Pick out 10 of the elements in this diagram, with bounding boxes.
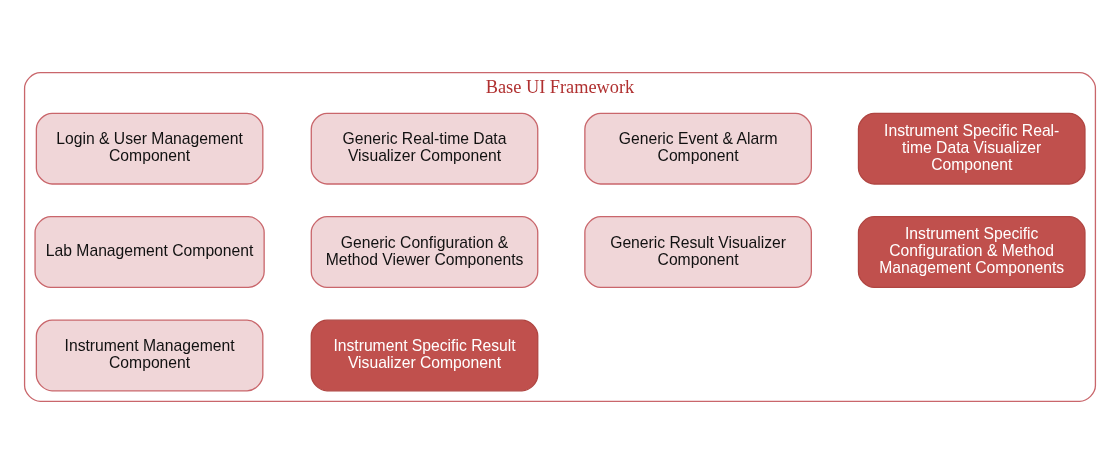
- node-box: Lab Management Component: [34, 215, 265, 288]
- node-box: Instrument Specific Result Visualizer Component: [310, 318, 539, 391]
- node-box: Instrument Specific Configuration & Method Management Components: [857, 215, 1086, 288]
- node-box: Generic Configuration & Method Viewer Components: [310, 215, 539, 288]
- node-box: Generic Event & Alarm Component: [584, 112, 812, 185]
- node-box: Generic Real-time Data Visualizer Component: [310, 112, 539, 185]
- node-box: Login & User Management Component: [35, 112, 264, 185]
- node-box: Instrument Management Component: [35, 318, 264, 391]
- node-box: Generic Result Visualizer Component: [584, 215, 812, 288]
- node-box: Instrument Specific Real-time Data Visualizer Component: [857, 112, 1086, 185]
